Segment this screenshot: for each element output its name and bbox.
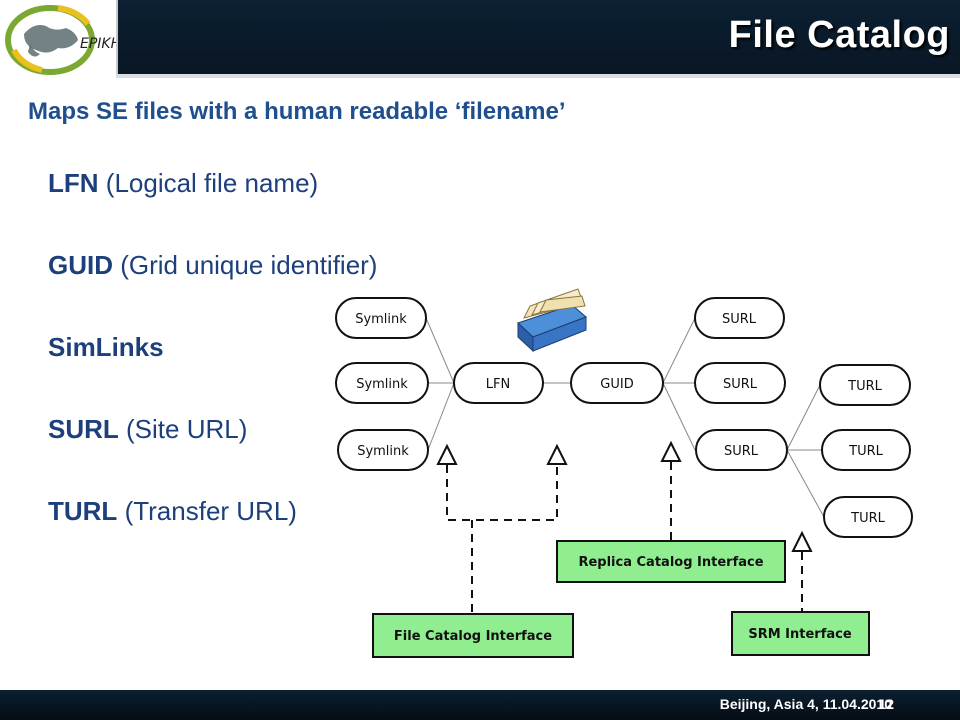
symlink-node-1 xyxy=(335,297,427,339)
bullet-guid: GUID (Grid unique identifier) xyxy=(48,250,377,281)
symlink-label: Symlink xyxy=(355,312,407,327)
turl-label: TURL xyxy=(850,511,885,526)
globe-logo-icon: EPIKH xyxy=(5,5,122,75)
symlink-node-2 xyxy=(335,362,429,404)
connector-lines xyxy=(425,317,825,518)
bullet-turl: TURL (Transfer URL) xyxy=(48,496,297,527)
file-catalog-interface-box xyxy=(372,613,574,658)
bullet-term: SURL xyxy=(48,414,119,444)
file-cabinet-icon xyxy=(517,288,587,353)
symlink-label: Symlink xyxy=(356,377,408,392)
dashed-connectors xyxy=(446,462,803,614)
turl-node-2 xyxy=(821,429,911,471)
symlink-label: Symlink xyxy=(357,444,409,459)
surl-node-1 xyxy=(694,297,785,339)
bullet-desc: (Transfer URL) xyxy=(124,496,297,526)
slide-subtitle: Maps SE files with a human readable ‘fil… xyxy=(28,98,566,125)
bullet-desc: (Site URL) xyxy=(126,414,248,444)
lfn-label: LFN xyxy=(486,377,510,392)
turl-node-1 xyxy=(819,364,911,406)
arrowhead-icon xyxy=(546,443,568,465)
footer-text: Beijing, Asia 4, 11.04.2010 xyxy=(719,696,892,712)
arrowhead-icon xyxy=(660,440,682,462)
surl-node-3 xyxy=(695,429,788,471)
bullet-desc: (Grid unique identifier) xyxy=(120,250,378,280)
bullet-simlinks: SimLinks xyxy=(48,332,164,363)
epikh-logo: EPIKH xyxy=(0,0,122,78)
header-bar: EPIKH File Catalog xyxy=(0,0,960,78)
diagram-nodes xyxy=(335,297,913,538)
lfn-node xyxy=(453,362,544,404)
slide-title: File Catalog xyxy=(728,14,950,56)
file-catalog-interface-label: File Catalog Interface xyxy=(394,629,552,644)
bullet-term: TURL xyxy=(48,496,118,526)
footer-bar: Beijing, Asia 4, 11.04.2010 12 xyxy=(0,690,960,720)
srm-interface-label: SRM Interface xyxy=(748,627,852,642)
svg-text:EPIKH: EPIKH xyxy=(80,36,116,52)
symlink-node-3 xyxy=(337,429,429,471)
surl-label: SURL xyxy=(724,444,759,459)
turl-label: TURL xyxy=(848,444,883,459)
guid-label: GUID xyxy=(600,377,633,392)
srm-interface-box xyxy=(731,611,870,656)
bullet-lfn: LFN (Logical file name) xyxy=(48,168,318,199)
interface-labels: Replica Catalog Interface File Catalog I… xyxy=(394,555,852,644)
replica-catalog-interface-box xyxy=(556,540,786,583)
bullet-desc: (Logical file name) xyxy=(105,168,319,198)
surl-node-2 xyxy=(694,362,786,404)
interface-boxes xyxy=(372,540,870,658)
bullet-surl: SURL (Site URL) xyxy=(48,414,247,445)
surl-label: SURL xyxy=(723,377,758,392)
bullet-term: GUID xyxy=(48,250,113,280)
guid-node xyxy=(570,362,664,404)
surl-label: SURL xyxy=(722,312,757,327)
header-divider xyxy=(116,74,960,78)
bullet-term: LFN xyxy=(48,168,99,198)
turl-node-3 xyxy=(823,496,913,538)
replica-catalog-interface-label: Replica Catalog Interface xyxy=(578,555,763,570)
arrowhead-icon xyxy=(791,530,813,552)
turl-label: TURL xyxy=(847,379,882,394)
arrowhead-icon xyxy=(436,443,458,465)
page-number: 12 xyxy=(878,696,894,712)
arrowheads xyxy=(436,440,813,552)
node-labels: Symlink Symlink Symlink LFN GUID SURL SU… xyxy=(355,312,885,526)
bullet-term: SimLinks xyxy=(48,332,164,362)
